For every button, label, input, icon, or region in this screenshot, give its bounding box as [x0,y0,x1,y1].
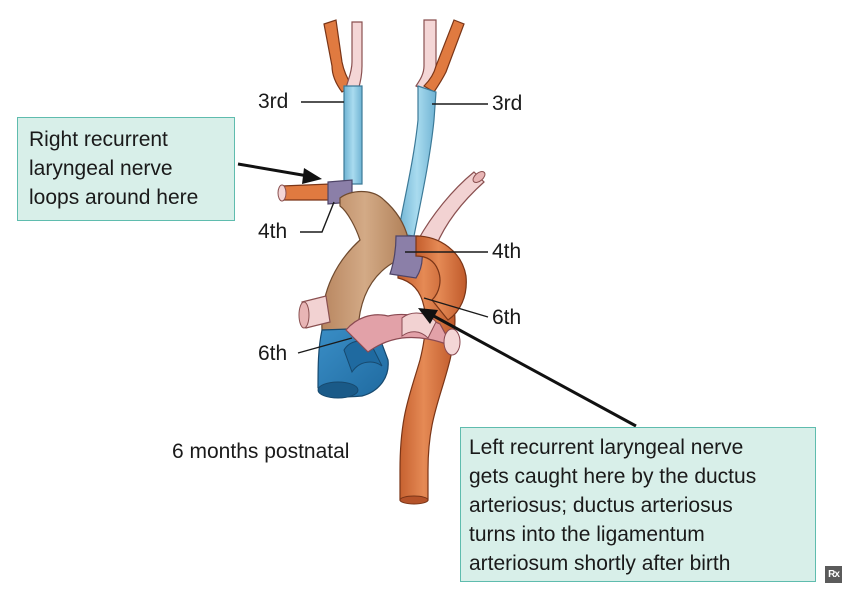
callout-left-line: arteriosus; ductus arteriosus [469,494,733,517]
callout-right-line: Right recurrent [29,128,168,151]
callout-left-line: gets caught here by the ductus [469,465,757,488]
label-3rd-left: 3rd [258,90,289,113]
leader-4th-left [300,201,335,233]
callout-right-line: laryngeal nerve [29,157,173,180]
callout-right-recurrent-nerve: Right recurrent laryngeal nerve loops ar… [17,117,235,221]
right-nerve-arrowhead [302,168,322,184]
label-4th-right: 4th [492,240,522,263]
brachiocephalic-trunk [321,190,409,331]
left-nerve-arrowhead [418,308,438,324]
label-4th-left: 4th [258,220,288,243]
right-nerve-arrow [237,162,309,178]
callout-right-line: loops around here [29,186,199,209]
rx-logo: Rx [825,566,842,583]
aortic-arch [415,235,467,321]
left-nerve-arrow [429,312,637,428]
callout-left-line: turns into the ligamentum [469,523,705,546]
callout-left-line: Left recurrent laryngeal nerve [469,436,744,459]
leader-6th-right [423,297,489,318]
leader-6th-left [297,337,353,354]
right-third-arch [343,85,363,185]
left-third-arch [397,85,437,237]
left-subclavian-artery [417,171,485,247]
label-6th-right: 6th [492,306,522,329]
label-3rd-right: 3rd [492,92,523,115]
label-6th-left: 6th [258,342,288,365]
descending-aorta-end [399,495,429,505]
right-subclavian-artery [281,183,331,201]
callout-left-line: arteriosum shortly after birth [469,552,731,575]
stage-label: 6 months postnatal [172,440,350,463]
right-internal-carotid [345,21,363,91]
callout-left-recurrent-nerve: Left recurrent laryngeal nerve gets caug… [460,427,816,582]
